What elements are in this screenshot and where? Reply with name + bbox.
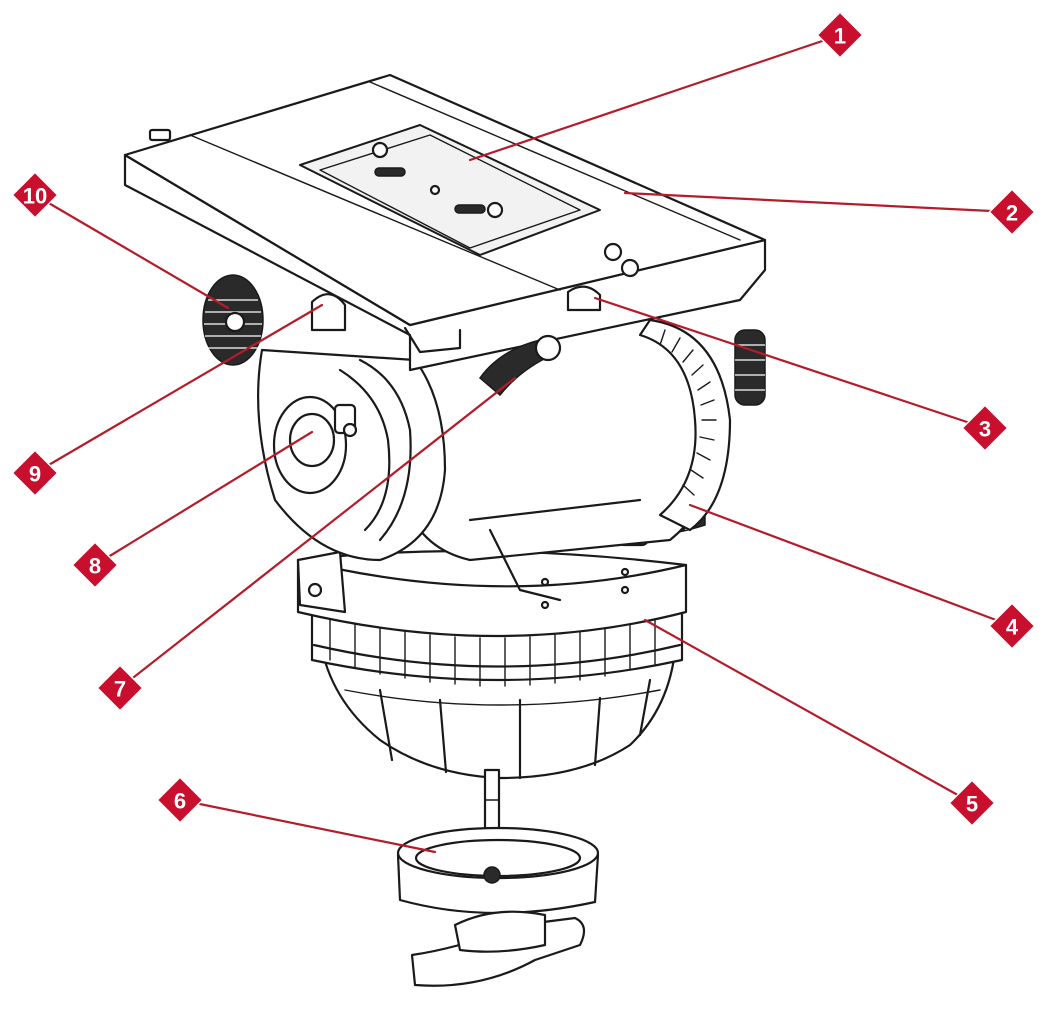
callout-markers: 1 2 3 4 5 6 7 8: [11, 11, 1036, 827]
callout-1-label: 1: [834, 24, 846, 49]
callout-9: 9: [11, 449, 59, 497]
callout-4-diamond: [988, 602, 1036, 650]
callout-7: 7: [96, 664, 144, 712]
leader-line-2: [623, 191, 1014, 214]
callout-7-diamond: [96, 664, 144, 712]
callout-6-diamond: [156, 776, 204, 824]
callout-5-label: 5: [966, 792, 978, 817]
leader-lines: [33, 33, 1014, 854]
callout-4-label: 4: [1006, 615, 1019, 640]
callout-2-label: 2: [1006, 201, 1018, 226]
callout-7-label: 7: [114, 677, 126, 702]
callout-10: 10: [11, 171, 59, 219]
tie-down-handle: [410, 910, 586, 987]
callout-5: 5: [948, 779, 996, 827]
leader-line-8: [93, 430, 314, 567]
callout-4: 4: [988, 602, 1036, 650]
callout-1-diamond: [816, 11, 864, 59]
leader-line-4: [688, 503, 1014, 628]
callout-8: 8: [71, 541, 119, 589]
fluid-head-illustration: [123, 73, 767, 987]
callout-6: 6: [156, 776, 204, 824]
tilt-drag-knob: [638, 318, 766, 532]
callout-6-label: 6: [174, 789, 186, 814]
callout-9-diamond: [11, 449, 59, 497]
plate-release-lever: [478, 334, 562, 397]
callout-3: 3: [961, 404, 1009, 452]
callout-3-diamond: [961, 404, 1009, 452]
quick-release-plate: [123, 73, 767, 372]
leader-line-3: [593, 296, 987, 430]
callout-8-diamond: [71, 541, 119, 589]
callout-10-label: 10: [23, 184, 47, 209]
leader-line-10: [33, 193, 230, 310]
callout-2-diamond: [988, 188, 1036, 236]
leader-line-6: [178, 798, 437, 854]
callout-8-label: 8: [89, 554, 101, 579]
callout-2: 2: [988, 188, 1036, 236]
callout-9-label: 9: [29, 462, 41, 487]
leader-line-5: [643, 618, 974, 805]
leader-line-7: [118, 376, 517, 690]
callout-3-label: 3: [979, 417, 991, 442]
callout-1: 1: [816, 11, 864, 59]
callout-10-diamond: [11, 171, 59, 219]
plate-lock-knob: [202, 274, 264, 366]
leader-line-9: [33, 303, 324, 475]
leader-line-1: [468, 33, 842, 162]
callout-5-diamond: [948, 779, 996, 827]
leveling-cup: [396, 826, 600, 915]
pan-bar-socket: [272, 395, 358, 495]
pan-base: [296, 550, 688, 638]
